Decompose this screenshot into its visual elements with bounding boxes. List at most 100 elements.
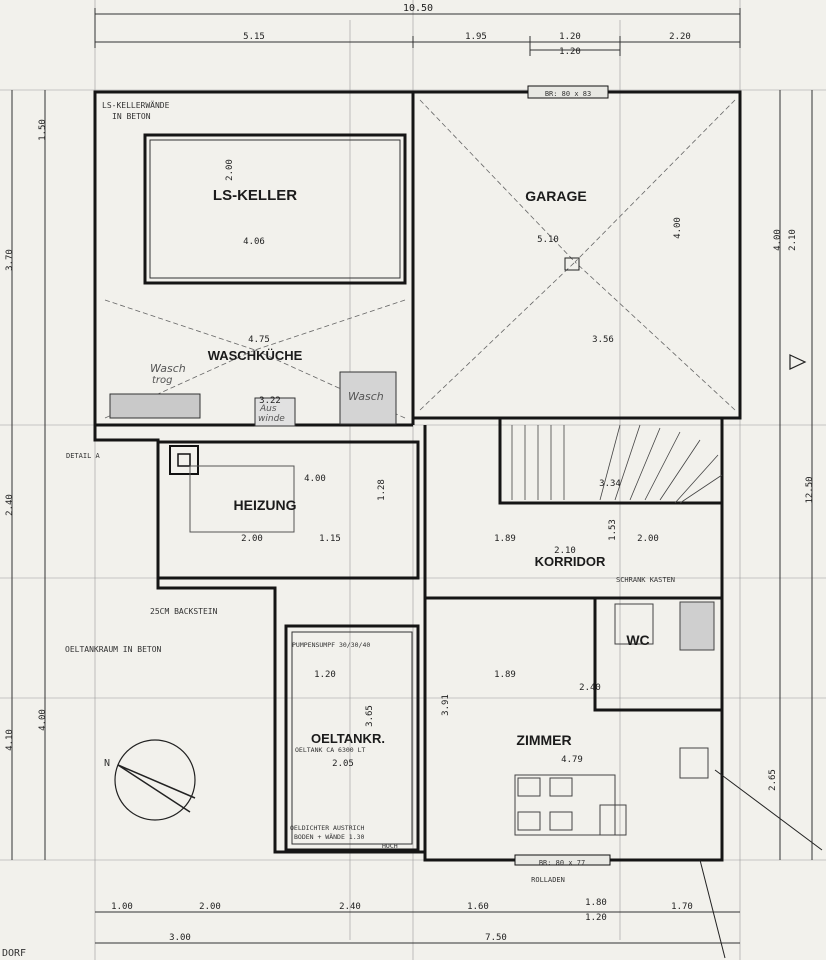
room-labels: LS-KELLER GARAGE WASCHKÜCHE HEIZUNG KORR… (208, 187, 650, 748)
dim-top-120b: 1.20 (559, 47, 581, 57)
dim-top-220: 2.20 (669, 32, 691, 42)
dim-left-370: 3.70 (5, 249, 15, 271)
dim-heiz-128: 1.28 (377, 479, 387, 501)
garage-slope-lines (104, 99, 736, 419)
room-wc: WC (626, 632, 649, 648)
zimmer-chair (517, 777, 541, 797)
section-marker (789, 354, 807, 370)
note-schrank: SCHRANK KASTEN (616, 576, 675, 584)
hand-washer: Wasch (348, 390, 384, 403)
room-heizung: HEIZUNG (234, 497, 297, 513)
dim-bottom-240: 2.40 (339, 902, 361, 912)
dim-heiz-200: 2.00 (241, 534, 263, 544)
dim-right-1250: 12.50 (805, 476, 815, 503)
dim-left-240: 2.40 (5, 494, 15, 516)
wc-basin (679, 601, 715, 651)
fixtures (109, 371, 715, 836)
dim-right-210: 2.10 (788, 229, 798, 251)
note-backstein: 25CM BACKSTEIN (150, 607, 218, 616)
note-ls-kellerwaende: LS-KELLERWÄNDE (102, 100, 170, 110)
dim-zim-265: 2.65 (768, 769, 778, 791)
chimney-flue (177, 453, 191, 467)
window-garage-label: BR: 80 x 83 (545, 90, 591, 98)
dim-garage-510: 5.10 (537, 235, 559, 245)
note-oeltankraum: OELTANKRAUM IN BETON (65, 645, 162, 654)
washer-fixture (339, 371, 397, 425)
dim-left-150: 1.50 (38, 119, 48, 141)
note-pumpensumpf: PUMPENSUMPF 30/30/40 (292, 641, 370, 649)
zimmer-chair (517, 811, 541, 831)
room-korridor: KORRIDOR (535, 554, 606, 569)
dim-korr-189: 1.89 (494, 534, 516, 544)
dim-bottom-100: 1.00 (111, 902, 133, 912)
room-waschkueche: WASCHKÜCHE (208, 348, 303, 363)
dim-heiz-400: 4.00 (304, 474, 326, 484)
dim-oel-365: 3.65 (365, 705, 375, 727)
zimmer-chair (549, 777, 573, 797)
wc-walls (593, 596, 724, 712)
oeltank-walls (284, 624, 420, 852)
ls-keller-walls (143, 133, 407, 285)
dim-oel-205: 2.05 (332, 759, 354, 769)
auswinde-fixture (254, 397, 296, 427)
right-dimension-chain: 12.50 4.00 2.10 (773, 90, 815, 860)
boiler (189, 465, 295, 533)
dim-korr-334: 3.34 (599, 479, 621, 489)
note-anstrich-2: BODEN + WÄNDE 1.30 (294, 832, 365, 841)
waschtrog-fixture (109, 393, 201, 419)
leader-lines (699, 769, 823, 959)
dim-bottom-180: 1.80 (585, 898, 607, 908)
oeltank-inner (291, 631, 413, 845)
dim-bottom-160: 1.60 (467, 902, 489, 912)
wc-toilet (614, 603, 654, 645)
dim-bottom-120: 1.20 (585, 913, 607, 923)
rolladen-label: ROLLADEN (531, 876, 565, 884)
dim-korr-153: 1.53 (608, 519, 618, 541)
north-arrow: N (104, 739, 196, 821)
dim-right-400: 4.00 (773, 229, 783, 251)
window-zimmer-label: BR: 80 x 77 (539, 859, 585, 867)
room-ls-keller: LS-KELLER (213, 187, 297, 204)
dim-zim-391: 3.91 (441, 694, 451, 716)
staircase (511, 424, 723, 504)
dim-wasch-475: 4.75 (248, 335, 270, 345)
note-anstrich-1: OELDICHTER AUSTRICH (290, 824, 364, 832)
dim-zim-189: 1.89 (494, 670, 516, 680)
hand-wasch: Wasch (150, 362, 186, 375)
hand-aus: Aus (259, 404, 277, 414)
stair-walls (498, 416, 724, 505)
dim-bottom-300: 3.00 (169, 933, 191, 943)
floor-drain (564, 257, 580, 271)
dim-korr-200: 2.00 (637, 534, 659, 544)
windows: BR: 80 x 83 BR: 80 x 77 ROLLADEN (514, 85, 611, 884)
dim-bottom-170: 1.70 (671, 902, 693, 912)
dim-zim-240: 2.40 (579, 683, 601, 693)
dim-oel-120: 1.20 (314, 670, 336, 680)
annotations: LS-KELLERWÄNDE IN BETON OELTANKRAUM IN B… (65, 100, 675, 850)
dim-wasch-356: 3.56 (592, 335, 614, 345)
room-zimmer: ZIMMER (516, 732, 571, 748)
heizung-walls (156, 440, 420, 580)
window-garage (527, 85, 609, 99)
zimmer-heater (679, 747, 709, 779)
window-zimmer (514, 854, 611, 866)
dim-korr-210: 2.10 (554, 546, 576, 556)
handwritten-notes: Wasch trog Aus winde Wasch (150, 362, 384, 424)
dim-bottom-200: 2.00 (199, 902, 221, 912)
chimney (169, 445, 199, 475)
dim-garage-400: 4.00 (673, 217, 683, 239)
zimmer-chair (549, 811, 573, 831)
north-label: N (104, 758, 110, 769)
walls (93, 90, 742, 862)
bottom-dimension-chain: 1.00 2.00 2.40 1.60 1.80 1.20 1.70 3.00 … (2, 898, 740, 959)
dim-keller-200: 2.00 (225, 159, 235, 181)
dim-top-195: 1.95 (465, 32, 487, 42)
dim-left-400: 4.00 (38, 709, 48, 731)
note-oeltank: OELTANK CA 6300 LT (295, 746, 366, 754)
dim-zim-479: 4.79 (561, 755, 583, 765)
note-detail: DETAIL A (66, 452, 101, 460)
interior-dimensions: 4.06 2.00 5.10 4.00 4.75 3.22 3.56 4.00 … (225, 159, 778, 791)
top-dimension-chain: 10.50 5.15 1.95 1.20 1.20 2.20 (94, 3, 741, 57)
dim-left-410: 4.10 (5, 729, 15, 751)
